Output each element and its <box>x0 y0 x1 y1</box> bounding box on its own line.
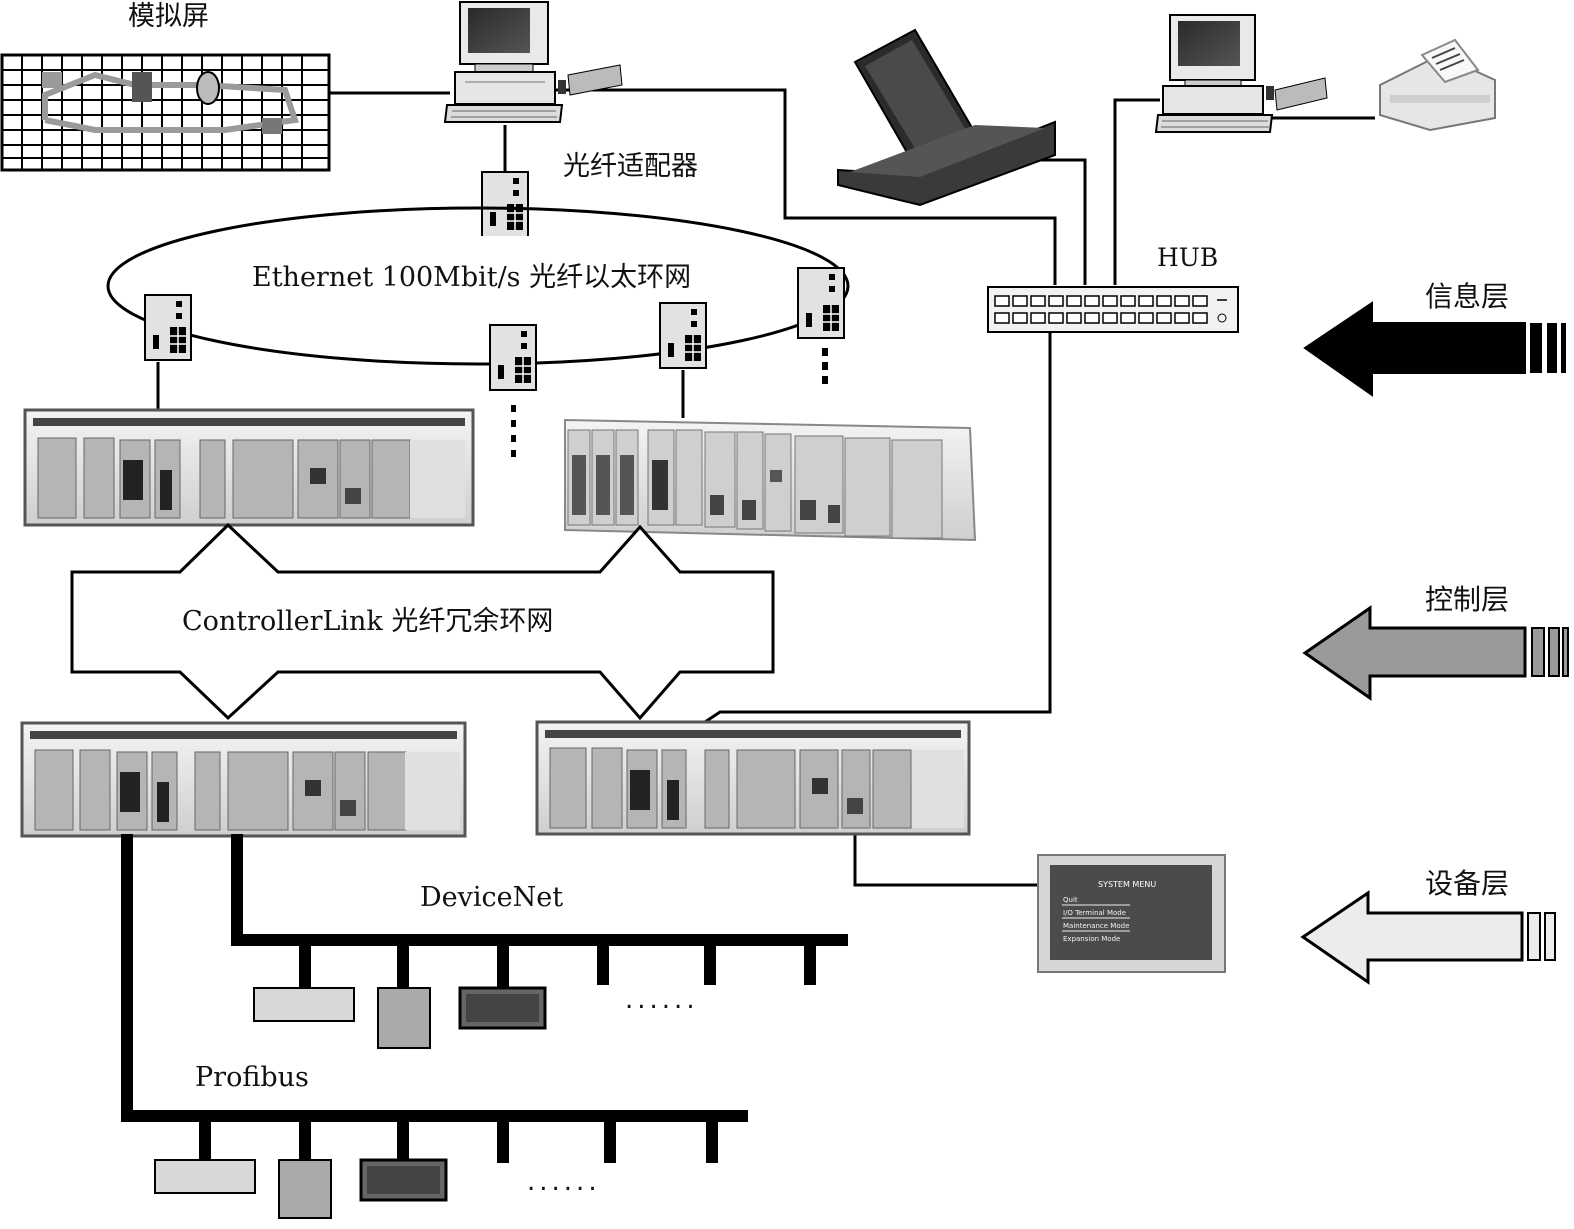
plc-rack-4 <box>535 720 971 836</box>
simulation-screen: 模拟屏 <box>0 1 331 172</box>
simulation-screen-label: 模拟屏 <box>128 1 209 32</box>
controllerlink-label: ControllerLink 光纤冗余环网 <box>182 606 553 637</box>
layer-control-label: 控制层 <box>1425 583 1509 616</box>
touch-panel-item: Quit <box>1063 896 1078 904</box>
profibus-device-1 <box>154 1159 256 1194</box>
layer-device: 设备层 <box>1300 867 1556 985</box>
touch-panel-item: Maintenance Mode <box>1063 922 1129 930</box>
fiber-adapter-top: 光纤适配器 <box>481 151 698 238</box>
devicenet-bus: DeviceNet ...... <box>231 834 848 1049</box>
right-pc <box>1154 14 1328 133</box>
hub-label: HUB <box>1157 243 1218 272</box>
profibus-ellipsis: ...... <box>527 1167 601 1197</box>
ethernet-ring-label: Ethernet 100Mbit/s 光纤以太环网 <box>252 262 691 293</box>
touch-panel-item: Expansion Mode <box>1063 935 1120 943</box>
center-pc <box>443 1 623 123</box>
fiber-adapter-ring-4 <box>797 267 845 384</box>
plc-rack-2 <box>564 418 977 542</box>
layer-control: 控制层 <box>1302 583 1569 701</box>
layer-device-label: 设备层 <box>1425 867 1509 900</box>
fiber-adapter-ring-1 <box>144 294 192 361</box>
touch-panel-item: I/O Terminal Mode <box>1063 909 1126 917</box>
touch-panel: SYSTEM MENU Quit I/O Terminal Mode Maint… <box>1037 854 1226 973</box>
devicenet-ellipsis: ...... <box>625 985 699 1015</box>
devicenet-label: DeviceNet <box>420 882 563 913</box>
layer-info-label: 信息层 <box>1425 280 1509 313</box>
touch-panel-title: SYSTEM MENU <box>1098 880 1156 889</box>
profibus-bus: Profibus ...... <box>121 834 748 1219</box>
hub-switch: HUB <box>987 243 1239 333</box>
laptop <box>837 28 1056 207</box>
layer-info: 信息层 <box>1303 280 1566 397</box>
profibus-device-2 <box>278 1159 332 1219</box>
controllerlink-ring: ControllerLink 光纤冗余环网 <box>70 522 775 721</box>
devicenet-device-1 <box>253 987 355 1022</box>
ethernet-ring: Ethernet 100Mbit/s 光纤以太环网 <box>106 206 850 366</box>
plc-rack-3 <box>20 721 467 838</box>
fiber-adapter-ring-3 <box>659 302 707 369</box>
printer <box>1379 38 1496 132</box>
devicenet-device-2 <box>377 987 431 1049</box>
plc-rack-1 <box>23 408 475 527</box>
fiber-adapter-label: 光纤适配器 <box>563 151 698 182</box>
profibus-label: Profibus <box>195 1062 309 1093</box>
fiber-adapter-ring-2 <box>489 324 537 457</box>
